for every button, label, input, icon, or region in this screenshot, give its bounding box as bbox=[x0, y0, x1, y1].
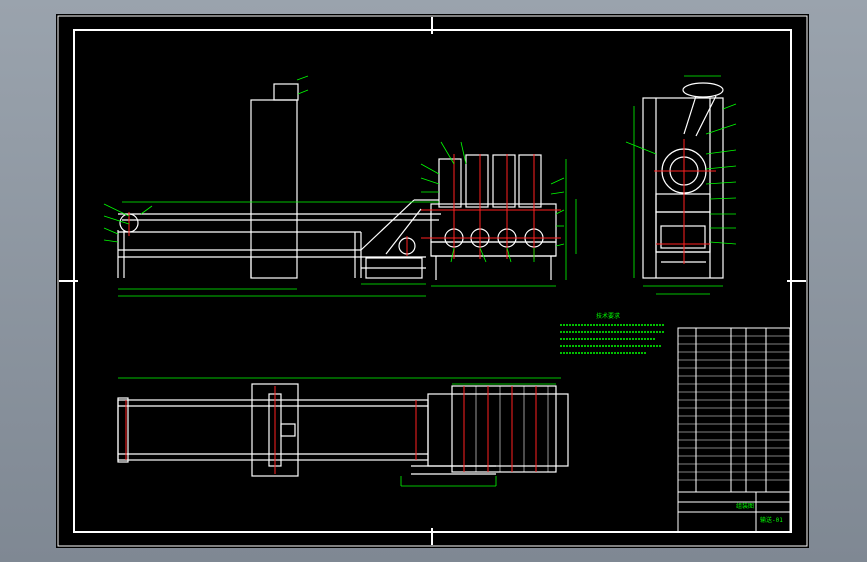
title-block: 组装图 输送-01 bbox=[677, 327, 791, 533]
technical-notes: 技术要求 bbox=[560, 312, 664, 354]
centering-marks bbox=[59, 17, 806, 545]
notes-heading: 技术要求 bbox=[596, 312, 620, 320]
drawing-canvas: 技术要求 bbox=[57, 15, 808, 547]
inner-frame bbox=[73, 29, 792, 533]
side-elevation-view bbox=[625, 75, 737, 295]
title-block-mark: 输送-01 bbox=[760, 516, 783, 524]
drawing-sheet: 技术要求 bbox=[56, 14, 809, 548]
title-block-label: 组装图 bbox=[736, 502, 754, 510]
plan-view bbox=[117, 377, 569, 487]
sheet-border bbox=[57, 15, 808, 547]
front-elevation-view bbox=[103, 75, 577, 297]
